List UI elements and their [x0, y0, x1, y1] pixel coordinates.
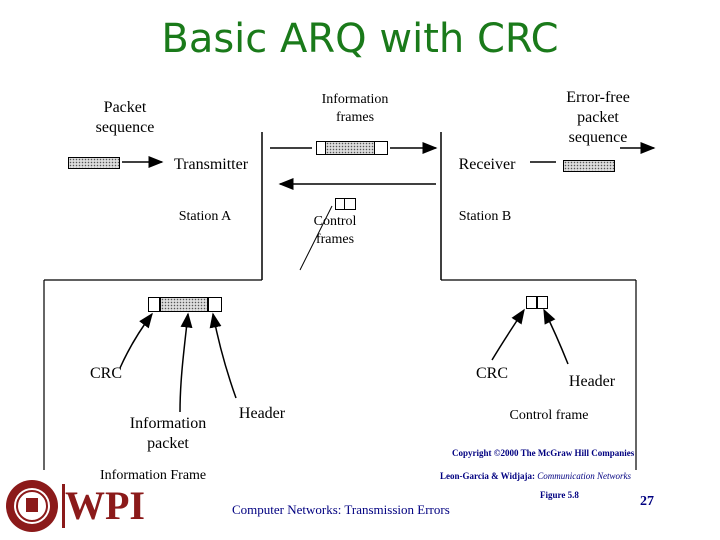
crc-right-pointer — [491, 308, 525, 361]
header-left-label: Header — [238, 405, 286, 422]
crc-right-label: CRC — [475, 365, 508, 382]
transmitter: Transmitter — [165, 148, 257, 182]
receiver: Receiver — [445, 148, 529, 182]
info-frame-crc — [374, 141, 388, 155]
station-a-label: Station A — [178, 209, 232, 224]
crc-pointer — [119, 312, 153, 369]
wpi-logo: WPI — [62, 484, 149, 528]
slide-title: Basic ARQ with CRC — [161, 16, 559, 62]
information-packet-label: Information packet — [129, 415, 207, 452]
input-packet — [68, 157, 120, 169]
control-frame-label: Control frame — [509, 408, 589, 423]
packet-sequence-label: Packet sequence — [95, 99, 155, 136]
information-frames-label: Information frames — [321, 92, 389, 125]
detail-control-header — [537, 296, 548, 309]
book-title: Communication Networks — [537, 471, 631, 481]
info-packet-pointer — [179, 312, 193, 413]
output-packet — [563, 160, 615, 172]
citation: Leon-Garcia & Widjaja: Communication Net… — [440, 470, 700, 482]
station-b-label: Station B — [458, 209, 512, 224]
copyright: Copyright ©2000 The McGraw Hill Companie… — [452, 448, 635, 458]
page-number: 27 — [640, 494, 654, 509]
error-free-sequence-label: Error-free packet sequence — [566, 89, 630, 146]
figure-number: Figure 5.8 — [540, 490, 579, 500]
detail-control-crc — [526, 296, 537, 309]
header-pointer — [209, 312, 237, 399]
header-right-label: Header — [568, 373, 616, 390]
detail-info-payload — [160, 297, 208, 312]
control-frame-crc — [344, 198, 356, 210]
crc-left-label: CRC — [89, 365, 122, 382]
wpi-seal — [4, 478, 60, 534]
seal-icon — [6, 480, 58, 532]
control-pointer — [299, 205, 333, 271]
detail-info-header — [208, 297, 222, 312]
course-title: Computer Networks: Transmission Errors — [232, 502, 450, 517]
control-frames-label: Control frames — [313, 214, 357, 247]
information-frame-label: Information Frame — [100, 468, 207, 483]
detail-info-crc — [148, 297, 160, 312]
authors: Leon-Garcia & Widjaja: — [440, 471, 535, 481]
header-right-pointer — [543, 308, 569, 365]
